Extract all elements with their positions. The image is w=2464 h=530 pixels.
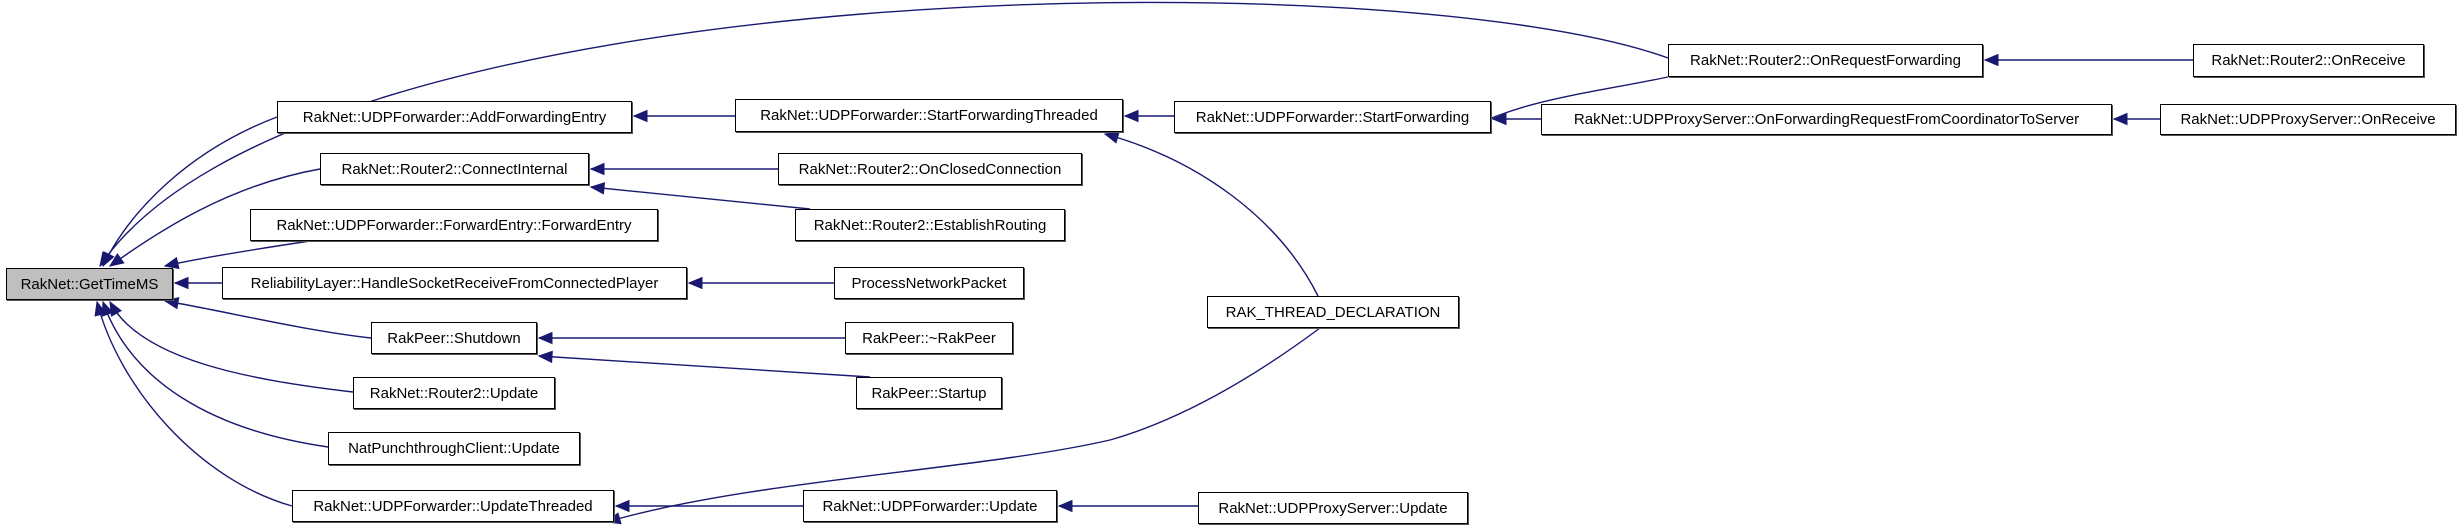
node-reliabilitylayer-handlesocketreceive[interactable]: ReliabilityLayer::HandleSocketReceiveFro… xyxy=(222,267,687,299)
node-processnetworkpacket[interactable]: ProcessNetworkPacket xyxy=(834,267,1024,299)
edge-line xyxy=(164,240,311,267)
edge-n3-to-n0 xyxy=(163,240,311,270)
node-raknet-gettimems: RakNet::GetTimeMS xyxy=(6,268,173,300)
edge-n12-to-n4 xyxy=(687,276,834,290)
arrowhead-icon xyxy=(537,331,553,345)
edge-line xyxy=(96,301,293,507)
node-udpproxyserver-update[interactable]: RakNet::UDPProxyServer::Update xyxy=(1198,492,1468,524)
node-router2-establishrouting[interactable]: RakNet::Router2::EstablishRouting xyxy=(795,209,1065,241)
arrowhead-icon xyxy=(108,253,125,267)
edge-line xyxy=(164,300,372,339)
edge-line xyxy=(109,301,354,393)
node-udpproxyserver-onforwardingrequest[interactable]: RakNet::UDPProxyServer::OnForwardingRequ… xyxy=(1541,104,2112,135)
node-router2-onclosedconnection[interactable]: RakNet::Router2::OnClosedConnection xyxy=(778,153,1082,185)
node-udpforwarder-updatethreaded[interactable]: RakNet::UDPForwarder::UpdateThreaded xyxy=(292,490,614,522)
node-router2-onrequestforwarding[interactable]: RakNet::Router2::OnRequestForwarding xyxy=(1668,44,1983,77)
edge-n21-to-n19 xyxy=(1983,53,2193,67)
node-rakpeer-startup[interactable]: RakPeer::Startup xyxy=(856,377,1002,409)
edge-n2-to-n0 xyxy=(108,168,321,267)
edge-n15-to-n8 xyxy=(614,499,803,513)
arrowhead-icon xyxy=(1123,109,1139,123)
node-forwardentry-forwardentry[interactable]: RakNet::UDPForwarder::ForwardEntry::Forw… xyxy=(250,209,658,241)
edge-line xyxy=(102,301,329,448)
edge-n9-to-n1 xyxy=(632,109,735,123)
arrowhead-icon xyxy=(109,300,123,317)
edge-n7-to-n0 xyxy=(101,300,329,448)
arrowhead-icon xyxy=(1983,53,1999,67)
node-rak-thread-declaration[interactable]: RAK_THREAD_DECLARATION xyxy=(1207,296,1459,328)
node-router2-onreceive[interactable]: RakNet::Router2::OnReceive xyxy=(2193,44,2424,77)
arrowhead-icon xyxy=(589,182,606,195)
edge-n4-to-n0 xyxy=(173,276,222,290)
arrowhead-icon xyxy=(173,276,189,290)
node-udpforwarder-startforwardingthreaded[interactable]: RakNet::UDPForwarder::StartForwardingThr… xyxy=(735,99,1123,132)
edge-n22-to-n20 xyxy=(2112,112,2160,126)
arrowhead-icon xyxy=(163,256,180,270)
edge-n10-to-n2 xyxy=(589,162,778,176)
edge-n1-to-n0 xyxy=(102,116,278,268)
node-natpunchthroughclient-update[interactable]: NatPunchthroughClient::Update xyxy=(328,432,580,465)
arrowhead-icon xyxy=(589,162,605,176)
edge-line xyxy=(590,186,811,210)
node-rakpeer-shutdown[interactable]: RakPeer::Shutdown xyxy=(371,322,537,354)
edge-n13-to-n5 xyxy=(537,331,845,345)
edge-n11-to-n2 xyxy=(589,182,811,210)
arrowhead-icon xyxy=(2112,112,2128,126)
edge-line xyxy=(606,327,1321,523)
node-rakpeer-destructor[interactable]: RakPeer::~RakPeer xyxy=(845,322,1013,354)
edge-n14-to-n5 xyxy=(537,350,871,378)
edge-n16-to-n9 xyxy=(1123,109,1174,123)
edge-n8-to-n0 xyxy=(94,300,293,507)
arrowhead-icon xyxy=(687,276,703,290)
arrowhead-icon xyxy=(102,251,115,268)
arrowhead-icon xyxy=(1103,131,1120,144)
node-udpforwarder-update[interactable]: RakNet::UDPForwarder::Update xyxy=(803,490,1057,522)
arrowhead-icon xyxy=(614,499,630,513)
arrowhead-icon xyxy=(537,350,553,364)
edge-line xyxy=(102,116,278,267)
arrowhead-icon xyxy=(1491,112,1507,126)
node-router2-update[interactable]: RakNet::Router2::Update xyxy=(353,377,555,409)
edge-n18-to-n15 xyxy=(1057,499,1198,513)
edge-n20-to-n16 xyxy=(1491,112,1541,126)
edge-n5-to-n0 xyxy=(163,297,372,339)
edge-n6-to-n0 xyxy=(109,300,354,393)
arrowhead-icon xyxy=(632,109,648,123)
edge-line xyxy=(109,168,321,267)
node-udpforwarder-startforwarding[interactable]: RakNet::UDPForwarder::StartForwarding xyxy=(1174,101,1491,133)
edge-line xyxy=(1104,133,1319,297)
node-udpforwarder-addforwardingentry[interactable]: RakNet::UDPForwarder::AddForwardingEntry xyxy=(277,101,632,133)
arrowhead-icon xyxy=(1057,499,1073,513)
node-udpproxyserver-onreceive[interactable]: RakNet::UDPProxyServer::OnReceive xyxy=(2160,104,2456,135)
edge-line xyxy=(99,1,1669,267)
arrowhead-icon xyxy=(94,300,107,317)
node-router2-connectinternal[interactable]: RakNet::Router2::ConnectInternal xyxy=(320,153,589,185)
edge-n17-to-n9 xyxy=(1103,131,1319,297)
edge-line xyxy=(538,355,871,378)
